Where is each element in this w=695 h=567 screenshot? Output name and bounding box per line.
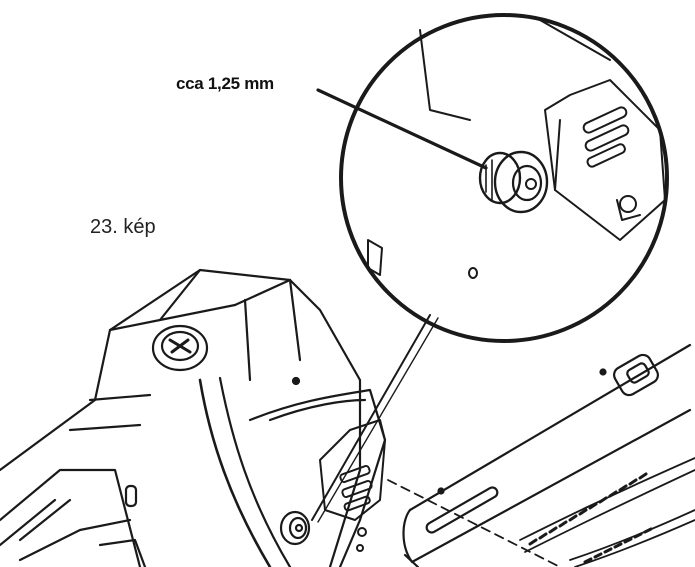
detail-leader-line — [311, 314, 431, 521]
guide-bar — [402, 343, 692, 567]
tension-nut — [279, 510, 311, 546]
figure-caption: 23. kép — [90, 216, 156, 238]
alignment-dashed-line — [387, 479, 561, 567]
gap-measurement-label: cca 1,25 mm — [176, 74, 274, 93]
bar-mount-plate — [319, 419, 386, 552]
saw-chain — [519, 457, 695, 567]
callout-arrow-line — [316, 88, 488, 170]
detail-leader-line-2 — [317, 317, 439, 523]
oil-cap — [151, 324, 209, 372]
magnified-detail-circle — [339, 13, 669, 343]
saw-body-housing — [0, 268, 387, 567]
